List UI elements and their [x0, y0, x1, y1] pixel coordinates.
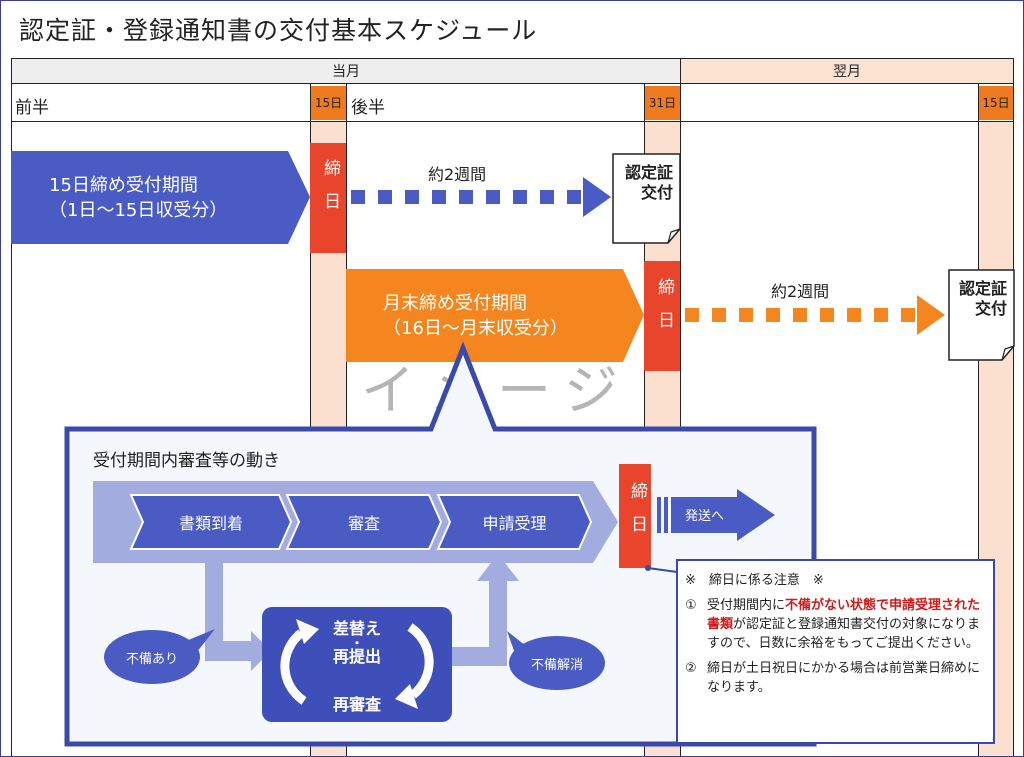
closing1-label: 締日	[320, 159, 340, 225]
cert-note-2	[948, 269, 1015, 361]
resolved-label: 不備解消	[530, 657, 583, 673]
current-month-header: 当月	[11, 58, 681, 84]
note-item2-num: ②	[685, 661, 697, 676]
two-weeks-arrow-2	[685, 295, 945, 335]
grid-line	[978, 84, 979, 756]
closing2-box	[644, 261, 680, 371]
grid-line	[1013, 58, 1014, 756]
note-item1-post: が認定証と登録通知書交付の対象になりますので、日数に余裕をもってご提出ください。	[707, 617, 981, 651]
ship-arrow	[671, 489, 775, 541]
loop-mid: 再提出	[332, 647, 381, 666]
defect-label: 不備あり	[125, 651, 178, 667]
loop-label: 差替え ・ 再提出	[317, 620, 397, 666]
grid-line	[346, 84, 347, 756]
period1-label: 15日締め受付期間 （1日～15日収受分）	[49, 173, 227, 223]
grid-line	[680, 58, 681, 756]
step-arrival	[129, 494, 293, 550]
period2-line1: 月末締め受付期間	[383, 293, 527, 314]
step-review-label: 審査	[347, 514, 380, 533]
period1-line2: （1日～15日収受分）	[49, 200, 228, 221]
period1-arrow	[11, 151, 310, 244]
step-arrival-label: 書類到着	[178, 514, 243, 533]
first-half-label: 前半	[15, 98, 49, 118]
ship-label: 発送へ	[685, 509, 725, 524]
period2-label: 月末締め受付期間 （16日～月末収受分）	[383, 291, 568, 341]
day15-marker: 15日	[311, 86, 346, 120]
cert-issue-label-2: 認定証交付	[958, 279, 1007, 318]
resolved-bubble	[509, 636, 605, 690]
period2-arrow	[346, 269, 644, 362]
second-half-label: 後半	[351, 98, 385, 118]
note-item1-emphasis: 不備がない状態で申請受理された書類	[707, 598, 981, 632]
page-title: 認定証・登録通知書の交付基本スケジュール	[19, 16, 538, 45]
loop-bottom: 再審査	[332, 695, 381, 714]
two-weeks-label-2: 約2週間	[771, 282, 830, 301]
grid-line	[11, 84, 12, 756]
period1-line1: 15日締め受付期間	[49, 175, 198, 196]
day15-next-marker: 15日	[979, 86, 1013, 120]
loop-dot: ・	[350, 636, 363, 650]
process-title: 受付期間内審査等の動き	[93, 451, 280, 471]
grid-line	[644, 84, 645, 756]
note-item-1: ① 受付期間内に不備がない状態で申請受理された書類が認定証と登録通知書交付の対象…	[685, 596, 989, 653]
cert-issue-label-1: 認定証交付	[624, 163, 673, 202]
day31-marker: 31日	[645, 86, 680, 120]
period2-line2: （16日～月末収受分）	[383, 318, 568, 339]
two-weeks-label-1: 約2週間	[428, 165, 487, 184]
loop-top: 差替え	[332, 619, 381, 638]
defect-flow-arrow	[205, 557, 271, 671]
closing3-label: 締日	[627, 482, 647, 548]
cert-note-1	[612, 153, 681, 244]
note-item-2: ② 締日が土日祝日にかかる場合は前営業日締めになります。	[685, 659, 989, 697]
note-title: ※ 締日に係る注意 ※	[685, 573, 824, 588]
step-review	[285, 494, 443, 550]
note-content: ※ 締日に係る注意 ※ ① 受付期間内に不備がない状態で申請受理された書類が認定…	[685, 571, 989, 697]
step-accept	[436, 494, 593, 550]
note-item1-num: ①	[685, 598, 697, 613]
note-item2-text: 締日が土日祝日にかかる場合は前営業日締めになります。	[707, 661, 981, 695]
defect-bubble	[104, 630, 200, 684]
closing1-box	[310, 143, 346, 253]
note-item1-pre: 受付期間内に	[707, 598, 786, 613]
note-box	[676, 559, 995, 744]
step-accept-label: 申請受理	[482, 514, 547, 533]
closing2-label: 締日	[654, 278, 674, 344]
closing3-box	[619, 464, 651, 568]
resolved-flow-arrow	[449, 554, 519, 666]
two-weeks-arrow-1	[351, 177, 611, 217]
grid-line	[310, 84, 311, 756]
